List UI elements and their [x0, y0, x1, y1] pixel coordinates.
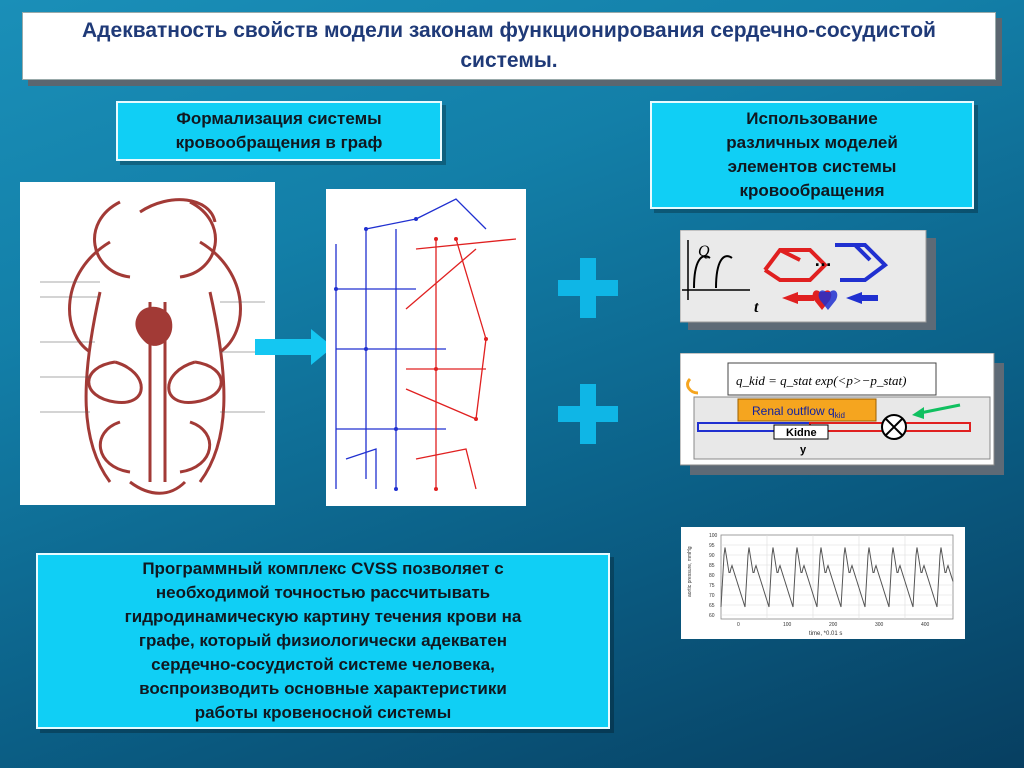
waveform-xtick: 100 — [783, 622, 792, 628]
pressure-curve — [720, 547, 954, 608]
waveform-ytick: 100 — [709, 533, 718, 539]
formalization-line-2: кровообращения в граф — [175, 133, 383, 152]
waveform-xtick: 200 — [829, 622, 838, 628]
models-line-4: кровообращения — [739, 181, 885, 200]
renal-outflow-label: Renal outflow qkid — [752, 404, 845, 420]
waveform-ytick: 70 — [709, 593, 715, 599]
models-box: Использование различных моделей элементо… — [650, 101, 974, 209]
q-label: Q — [698, 243, 710, 260]
kidney-label: Kidne — [786, 427, 817, 439]
cvss-line-4: графе, который физиологически адекватен — [138, 631, 508, 650]
cvss-line-6: воспроизводить основные характеристики — [139, 679, 507, 698]
cvss-line-1: Программный комплекс CVSS позволяет с — [142, 559, 504, 578]
cvss-line-2: необходимой точностью рассчитывать — [155, 583, 491, 602]
waveform-ytick: 65 — [709, 603, 715, 609]
graph-drawing — [334, 198, 517, 491]
formalization-line-1: Формализация системы — [176, 109, 382, 128]
kidney-formula: q_kid = q_stat exp(<p>−p_stat) — [736, 373, 907, 388]
waveform-xlabel: time, *0.01 s — [809, 631, 842, 637]
ellipsis: … — [814, 250, 832, 270]
formalization-box: Формализация системы кровообращения в гр… — [116, 101, 442, 161]
waveform-ylabel: aortic pressure, mmHg — [687, 546, 693, 597]
waveform-ytick: 90 — [709, 553, 715, 559]
flow-model-image: Q t … — [679, 229, 936, 330]
cvss-line-5: сердечно-сосудистой системе человека, — [151, 655, 495, 674]
anatomy-drawing — [40, 198, 265, 495]
cvss-line-7: работы кровеносной системы — [194, 703, 452, 722]
waveform-ytick: 75 — [709, 583, 715, 589]
waveform-ytick: 80 — [709, 573, 715, 579]
models-line-2: различных моделей — [726, 133, 898, 152]
plus-icon — [558, 258, 618, 318]
models-line-1: Использование — [746, 109, 878, 128]
waveform-xtick: 300 — [875, 622, 884, 628]
t-label: t — [754, 299, 759, 316]
kidney-model-image: q_kid = q_stat exp(<p>−p_stat) Renal out… — [679, 352, 1004, 475]
waveform-xtick: 400 — [921, 622, 930, 628]
models-line-3: элементов системы — [727, 157, 897, 176]
kidney-label-2: y — [800, 444, 807, 456]
circulation-anatomy-image — [20, 182, 275, 505]
right-arrow-icon — [255, 329, 333, 365]
waveform-ytick: 85 — [709, 563, 715, 569]
waveform-ytick: 60 — [709, 613, 715, 619]
cvss-description-box: Программный комплекс CVSS позволяет с не… — [36, 553, 610, 729]
waveform-xtick: 0 — [737, 622, 740, 628]
title-box: Адекватность свойств модели законам функ… — [22, 12, 996, 80]
cvss-line-3: гидродинамическую картину течения крови … — [124, 607, 522, 626]
slide-title: Адекватность свойств модели законам функ… — [82, 19, 936, 72]
pressure-waveform-image: aortic pressure, mmHg time, *0.01 s 100 9… — [681, 527, 976, 639]
circulation-graph-image — [326, 189, 526, 506]
plus-icon — [558, 384, 618, 444]
waveform-ytick: 95 — [709, 543, 715, 549]
